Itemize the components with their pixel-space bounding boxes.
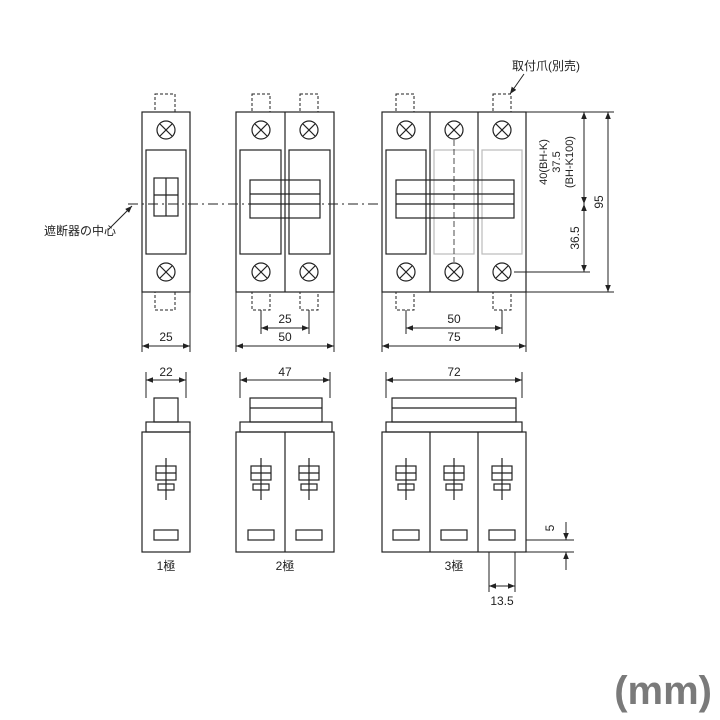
terminal-screw (251, 262, 271, 282)
mounting-claw (299, 291, 319, 311)
screw-cross (159, 265, 173, 279)
terminal-icon (491, 458, 513, 500)
breaker-body (381, 431, 527, 553)
screw-cross (399, 265, 413, 279)
dim-width-1p: 25 (159, 330, 173, 344)
mounting-claw (251, 93, 271, 113)
screw-cross (447, 123, 461, 137)
inner-panel (145, 149, 187, 255)
mounting-claw (492, 93, 512, 113)
terminal-screw (396, 120, 416, 140)
terminal-screw (156, 120, 176, 140)
screw-cross (302, 265, 316, 279)
inner-panel (288, 149, 331, 255)
breaker-body (381, 111, 527, 293)
pole-1-label: 1極 (157, 558, 176, 573)
nameplate-slot (295, 529, 323, 541)
inner-panel (385, 149, 427, 255)
dim-pitch-2p: 25 (278, 312, 292, 326)
cover-top (385, 421, 523, 433)
dim-width-2p: 50 (278, 330, 292, 344)
handle-tie-bar (391, 397, 517, 423)
screw-cross (399, 123, 413, 137)
screw-cross (302, 123, 316, 137)
front-view-3-pole (381, 397, 527, 553)
breaker-center-label: 遮断器の中心 (44, 223, 116, 238)
top-view-3-pole (381, 93, 527, 311)
mounting-claw (395, 93, 415, 113)
inner-panel (481, 149, 523, 255)
dim-height-upper-3: (BH-K100) (564, 136, 576, 188)
terminal-icon (298, 458, 320, 500)
dim-depth-1p: 22 (159, 365, 173, 379)
pole-2-label: 2極 (276, 558, 295, 573)
top-view-2-pole (235, 93, 335, 311)
cover-top (239, 421, 333, 433)
leader-breaker-center (107, 205, 133, 231)
screw-cross (254, 123, 268, 137)
inner-panel (433, 149, 475, 255)
mounting-claw (395, 291, 415, 311)
dim-pitch-3p: 50 (447, 312, 461, 326)
handle-tie-bar (249, 179, 321, 219)
dim-width-3p: 75 (447, 330, 461, 344)
front-view (141, 372, 574, 592)
terminal-screw (444, 120, 464, 140)
cover-top (145, 421, 191, 433)
dim-height-upper-2: 37.5 (551, 151, 563, 172)
terminal-screw (251, 120, 271, 140)
screw-cross (159, 123, 173, 137)
terminal-screw (492, 262, 512, 282)
terminal-screw (396, 262, 416, 282)
nameplate-slot (392, 529, 420, 541)
breaker-body (141, 431, 191, 553)
terminal-icon (443, 458, 465, 500)
screw-cross (495, 123, 509, 137)
handle-tie-bar (249, 397, 323, 423)
terminal-icon (155, 458, 177, 500)
nameplate-slot (440, 529, 468, 541)
dim-height-lower: 36.5 (568, 226, 582, 250)
screw-cross (254, 265, 268, 279)
terminal-screw (492, 120, 512, 140)
dim-slot-height: 5 (543, 524, 557, 531)
front-view-1-pole (141, 397, 191, 553)
dim-height-total: 95 (592, 195, 606, 209)
front-view-2-pole (235, 397, 335, 553)
pole-3-label: 3極 (445, 558, 464, 573)
top-view-1-pole (141, 93, 191, 311)
handle-tie-bar (395, 179, 515, 219)
terminal-screw (299, 120, 319, 140)
unit-label: (mm) (614, 669, 712, 713)
terminal-screw (444, 262, 464, 282)
terminal-screw (156, 262, 176, 282)
mounting-claw (492, 291, 512, 311)
nameplate-slot (488, 529, 516, 541)
terminal-screw (299, 262, 319, 282)
top-view (107, 73, 614, 352)
nameplate-slot (153, 529, 179, 541)
dim-slot-width: 13.5 (490, 594, 514, 608)
mounting-claw (154, 93, 176, 113)
handle (153, 397, 179, 423)
mounting-claw (154, 291, 176, 311)
mounting-claw (251, 291, 271, 311)
dim-depth-3p: 72 (447, 365, 461, 379)
screw-cross (495, 265, 509, 279)
dim-depth-2p: 47 (278, 365, 292, 379)
terminal-icon (250, 458, 272, 500)
mounting-claw-label: 取付爪(別売) (512, 58, 580, 73)
front-dimension-lines (145, 372, 574, 592)
screw-cross (447, 265, 461, 279)
inner-panel (239, 149, 282, 255)
terminal-icon (395, 458, 417, 500)
leader-mounting-claw (509, 73, 525, 95)
top-dimension-lines (141, 111, 614, 352)
dim-height-upper-1: 40(BH-K) (538, 139, 550, 185)
nameplate-slot (247, 529, 275, 541)
breaker-body (141, 111, 191, 293)
mounting-claw (299, 93, 319, 113)
